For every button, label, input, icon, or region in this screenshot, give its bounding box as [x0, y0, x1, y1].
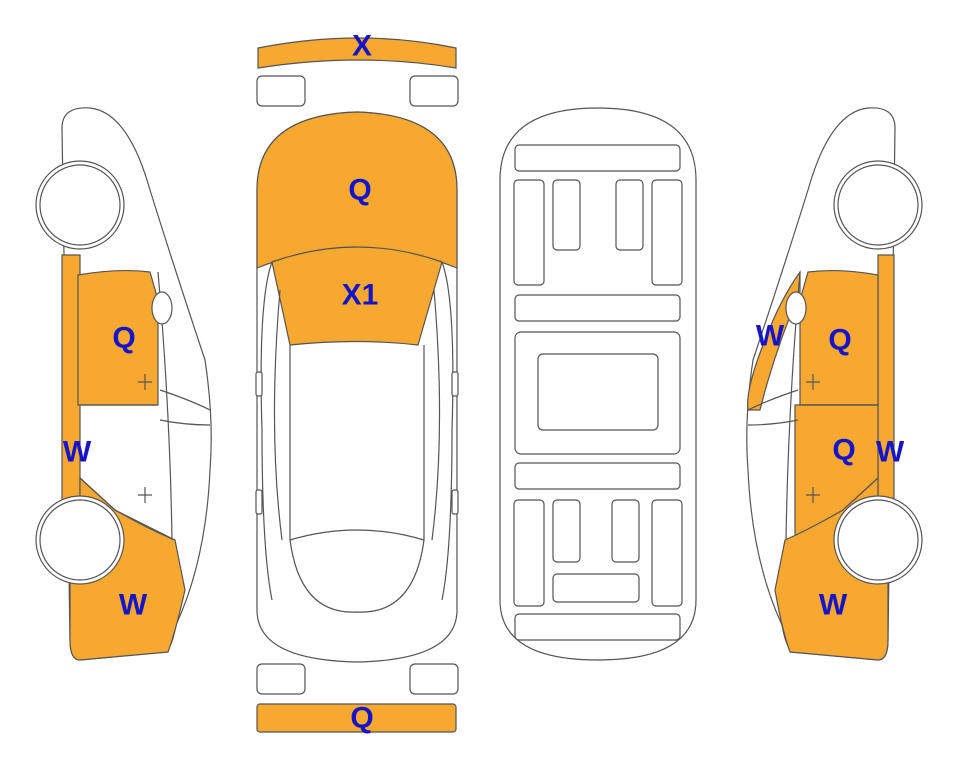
label-right-rear-quarter: W [819, 589, 848, 622]
taillight-right [409, 663, 459, 695]
label-left-rocker: W [63, 436, 92, 469]
underbody-view [499, 107, 697, 661]
left-front-door[interactable] [77, 269, 159, 406]
right-side-lines [747, 271, 878, 541]
headlight-left [256, 75, 306, 107]
right-front-door[interactable] [799, 269, 879, 406]
label-right-rear-door: Q [832, 434, 855, 467]
label-right-a-pillar: W [756, 320, 785, 353]
label-left-rear-quarter: W [119, 589, 148, 622]
right-wheel-rear [833, 495, 923, 585]
left-side-lines [79, 271, 211, 541]
front-bumper[interactable] [257, 37, 457, 69]
label-windshield: X1 [342, 279, 379, 312]
label-right-rocker: W [876, 436, 905, 469]
headlight-right [409, 75, 459, 107]
label-hood: Q [348, 174, 371, 207]
left-wheel-front [35, 160, 125, 250]
taillight-left [256, 663, 306, 695]
left-wheel-rear [35, 495, 125, 585]
right-wheel-front [833, 160, 923, 250]
label-rear-bumper: Q [350, 702, 373, 735]
label-front-bumper: X [352, 30, 372, 63]
label-left-front-door: Q [112, 322, 135, 355]
rear-bumper[interactable] [256, 703, 457, 733]
cabin-lines [255, 261, 459, 613]
label-right-front-door: Q [828, 324, 851, 357]
